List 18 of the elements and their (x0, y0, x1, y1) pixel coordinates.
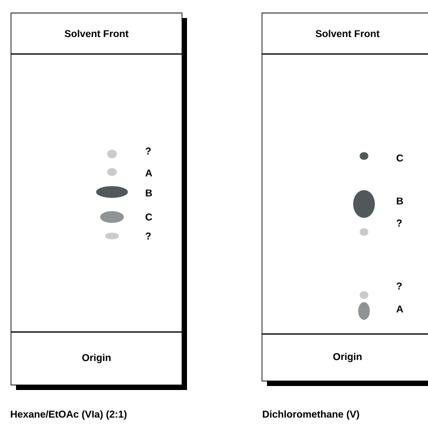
plate-band-label: Origin (333, 352, 362, 362)
spot-label: A (396, 306, 404, 312)
tlc-plate (10, 12, 187, 390)
plate-band-label: Solvent Front (64, 30, 128, 38)
tlc-plate (262, 12, 428, 386)
spot-label: A (145, 170, 152, 176)
spot-label: B (146, 190, 152, 196)
spot-label: ? (396, 220, 402, 226)
plate-band-label: Origin (82, 354, 111, 364)
spot-label: B (396, 198, 403, 204)
spot-label: C (396, 154, 404, 162)
caption: Hexane/EtOAc (VIa) (2:1) (10, 410, 126, 420)
spot-label: ? (146, 232, 151, 240)
spot-label: ? (396, 282, 402, 290)
plate-band-label: Solvent Front (316, 30, 380, 38)
caption: Dichloromethane (V) (262, 410, 360, 420)
spot-label: ? (146, 148, 151, 154)
spot-label: C (146, 213, 152, 221)
